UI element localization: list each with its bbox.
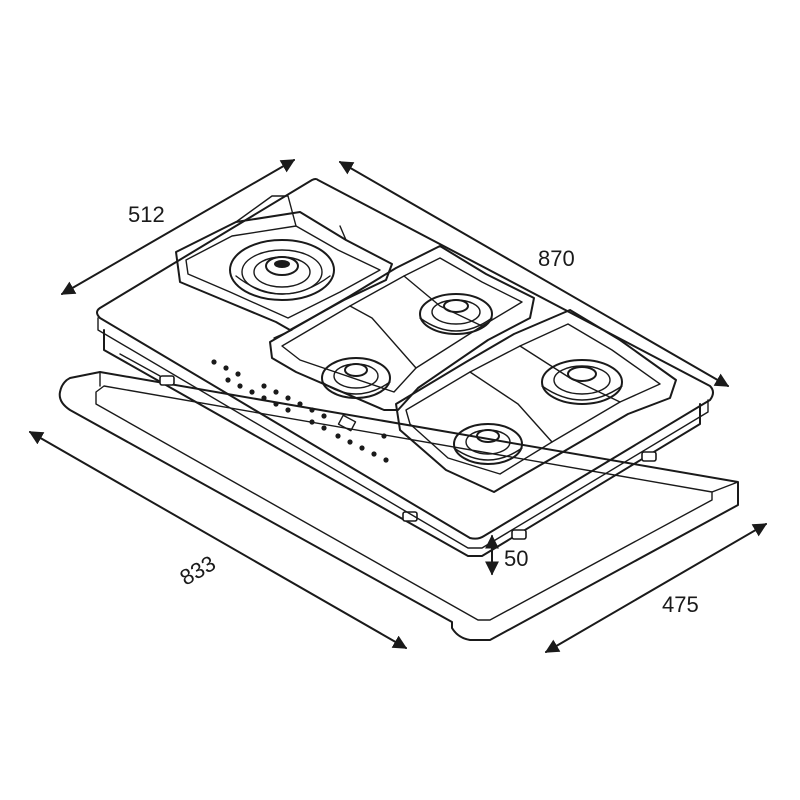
control-dot (359, 445, 365, 451)
control-dot (225, 377, 231, 383)
foot (159, 375, 175, 386)
hob-body (103, 329, 701, 557)
cutout-depth-arrow (544, 523, 768, 653)
dimension-arrows (28, 159, 768, 653)
control-dot (223, 365, 229, 371)
display-window (337, 414, 357, 432)
control-dot (321, 425, 327, 431)
control-dot (297, 401, 303, 407)
control-dot (261, 383, 267, 389)
control-dot (371, 451, 377, 457)
control-dot (211, 359, 217, 365)
height-label: 50 (504, 546, 528, 571)
control-dot (249, 389, 255, 395)
cutout-width-label: 833 (176, 550, 220, 590)
burner-front-right (453, 423, 523, 465)
control-dot (261, 395, 267, 401)
control-dot (309, 419, 315, 425)
control-dot (285, 395, 291, 401)
control-dot (383, 457, 389, 463)
control-dot (273, 401, 279, 407)
control-dot (347, 439, 353, 445)
depth-top-arrow (60, 159, 296, 295)
foot (511, 529, 527, 540)
foot (641, 451, 657, 462)
control-dot (335, 433, 341, 439)
control-dot (321, 413, 327, 419)
burner-front-left (321, 357, 391, 399)
width-top-arrow (338, 161, 730, 387)
control-dot (237, 383, 243, 389)
cutout-width-arrow (28, 431, 408, 649)
control-dot (273, 389, 279, 395)
glass-top (96, 178, 714, 549)
burner-wok (229, 239, 335, 301)
cutout-depth-label: 475 (662, 592, 699, 617)
control-dot (309, 407, 315, 413)
control-dot (235, 371, 241, 377)
control-dot (285, 407, 291, 413)
depth-top-label: 512 (128, 202, 165, 227)
width-top-label: 870 (538, 246, 575, 271)
burner-right (541, 359, 623, 405)
control-dot (381, 433, 387, 439)
